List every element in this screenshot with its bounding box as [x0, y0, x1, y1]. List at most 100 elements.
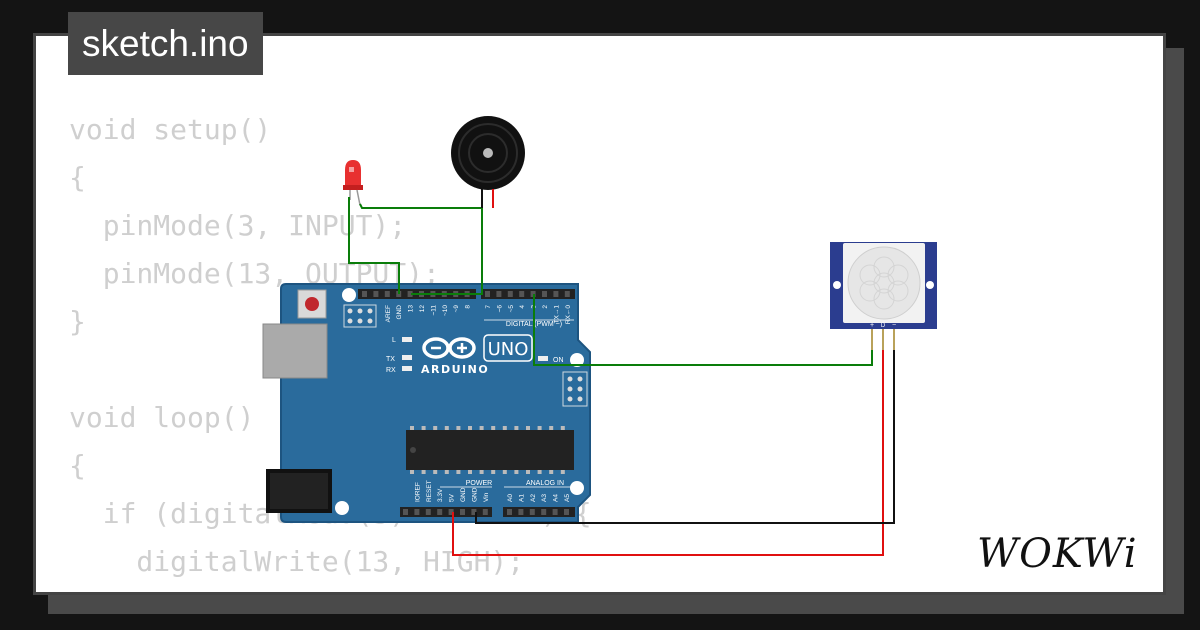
arduino-logo: ARDUINO UNO — [421, 334, 533, 376]
digital-pin-label: 13 — [408, 305, 415, 313]
header-pin[interactable] — [564, 509, 569, 515]
header-pin[interactable] — [448, 509, 454, 515]
digital-pin-label: 8 — [465, 305, 472, 309]
digital-pin-label: 2 — [542, 305, 549, 309]
header-pin[interactable] — [507, 509, 512, 515]
header-pin[interactable] — [471, 509, 477, 515]
header-pin[interactable] — [542, 291, 547, 297]
header-pin[interactable] — [519, 291, 525, 297]
header-pin[interactable] — [373, 291, 379, 297]
pir-pin-minus: − — [892, 322, 896, 329]
pir-pin-plus: + — [870, 322, 874, 329]
power-pin-label: 3.3V — [437, 488, 444, 502]
digital-pin-label: 4 — [519, 305, 526, 309]
header-pin[interactable] — [437, 509, 443, 515]
header-pin[interactable] — [460, 509, 465, 515]
analog-pin-label: A0 — [507, 494, 514, 502]
digital-pin-label: ~5 — [508, 305, 515, 313]
wire-led-to-gnd[interactable] — [359, 203, 483, 295]
header-pin[interactable] — [541, 509, 547, 515]
digital-pin-label: ~11 — [430, 305, 437, 316]
led-label-on: ON — [553, 357, 564, 364]
power-pin-label: GND — [471, 487, 478, 502]
microcontroller-chip — [406, 430, 574, 470]
header-pin[interactable] — [518, 509, 524, 515]
led-label-l: L — [392, 337, 396, 344]
power-pin-label: RESET — [426, 480, 433, 502]
code-line: pinMode(3, INPUT); — [69, 209, 407, 242]
header-pin[interactable] — [362, 291, 367, 297]
digital-header-right — [481, 289, 575, 299]
code-line: } — [69, 305, 86, 338]
board-model-text: UNO — [488, 339, 529, 360]
piezo-buzzer[interactable] — [451, 116, 525, 207]
pir-motion-sensor[interactable]: + D − — [830, 242, 937, 352]
header-pin[interactable] — [414, 509, 420, 515]
header-pin[interactable] — [552, 509, 558, 515]
digital-pin-label: ~9 — [453, 305, 460, 313]
header-pin[interactable] — [482, 509, 488, 515]
header-pin[interactable] — [553, 291, 559, 297]
bottom-header-pins — [403, 509, 569, 515]
icsp-header — [343, 304, 377, 328]
code-line: void setup() — [69, 113, 272, 146]
power-pin-label: GND — [460, 487, 467, 502]
analog-pin-label: A3 — [541, 494, 548, 502]
red-led[interactable] — [343, 160, 363, 206]
analog-pin-label: A5 — [564, 494, 571, 502]
status-leds: L TX RX ON — [386, 337, 564, 374]
wire-pir-data-to-pin3[interactable] — [533, 294, 873, 366]
header-pin[interactable] — [496, 291, 502, 297]
header-pin[interactable] — [564, 291, 570, 297]
wire-pir-gnd-to-gnd[interactable] — [475, 350, 895, 524]
project-card: void setup(){ pinMode(3, INPUT); pinMode… — [33, 33, 1166, 595]
digital-pin-label: ~10 — [442, 305, 449, 316]
mounting-hole — [570, 481, 584, 495]
analog-pin-label: A2 — [530, 494, 537, 502]
header-pin[interactable] — [425, 509, 431, 515]
power-header — [400, 507, 492, 517]
reset-button-cap — [305, 297, 319, 311]
digital-pin-label: 12 — [419, 305, 426, 313]
power-header-label: POWER — [466, 480, 492, 487]
power-pin-label: Vin — [483, 492, 490, 502]
wire-pir-vcc-to-5v[interactable] — [452, 350, 884, 556]
usb-connector — [262, 323, 328, 379]
digital-pin-label: AREF — [385, 305, 392, 322]
header-pin[interactable] — [529, 509, 535, 515]
mounting-hole — [342, 288, 356, 302]
code-line: { — [69, 161, 86, 194]
digital-pin-label: GND — [396, 305, 403, 320]
digital-pin-label: ~6 — [496, 305, 503, 313]
power-pin-label: IOREF — [414, 482, 421, 502]
wire-led-to-pin13[interactable] — [348, 197, 400, 294]
arduino-brand-text: ARDUINO — [421, 363, 489, 376]
analog-header — [503, 507, 575, 517]
analog-header-label: ANALOG IN — [526, 480, 564, 487]
led-label-rx: RX — [386, 367, 396, 374]
header-pin[interactable] — [507, 291, 513, 297]
code-preview: void setup(){ pinMode(3, INPUT); pinMode… — [69, 106, 592, 592]
mounting-hole — [335, 501, 349, 515]
wokwi-logo[interactable]: WOKWi — [975, 525, 1150, 575]
file-tab[interactable]: sketch.ino — [68, 12, 263, 75]
icsp-header-right — [562, 371, 588, 407]
code-line: void loop() — [69, 401, 255, 434]
pir-pin-data: D — [881, 323, 886, 329]
header-pin[interactable] — [384, 291, 390, 297]
header-pin[interactable] — [403, 509, 408, 515]
code-line: { — [69, 449, 86, 482]
code-line: digitalWrite(13, HIGH); — [69, 545, 525, 578]
wokwi-logo-text: WOKWi — [977, 531, 1138, 575]
header-pin[interactable] — [407, 291, 413, 297]
header-pin[interactable] — [485, 291, 490, 297]
digital-pin-label: TX→1 — [553, 305, 560, 324]
digital-pin-label: 7 — [485, 305, 492, 309]
digital-pin-label: RX←0 — [565, 305, 572, 325]
led-label-tx: TX — [386, 356, 395, 363]
wires — [348, 197, 895, 556]
analog-pin-label: A4 — [553, 494, 560, 502]
